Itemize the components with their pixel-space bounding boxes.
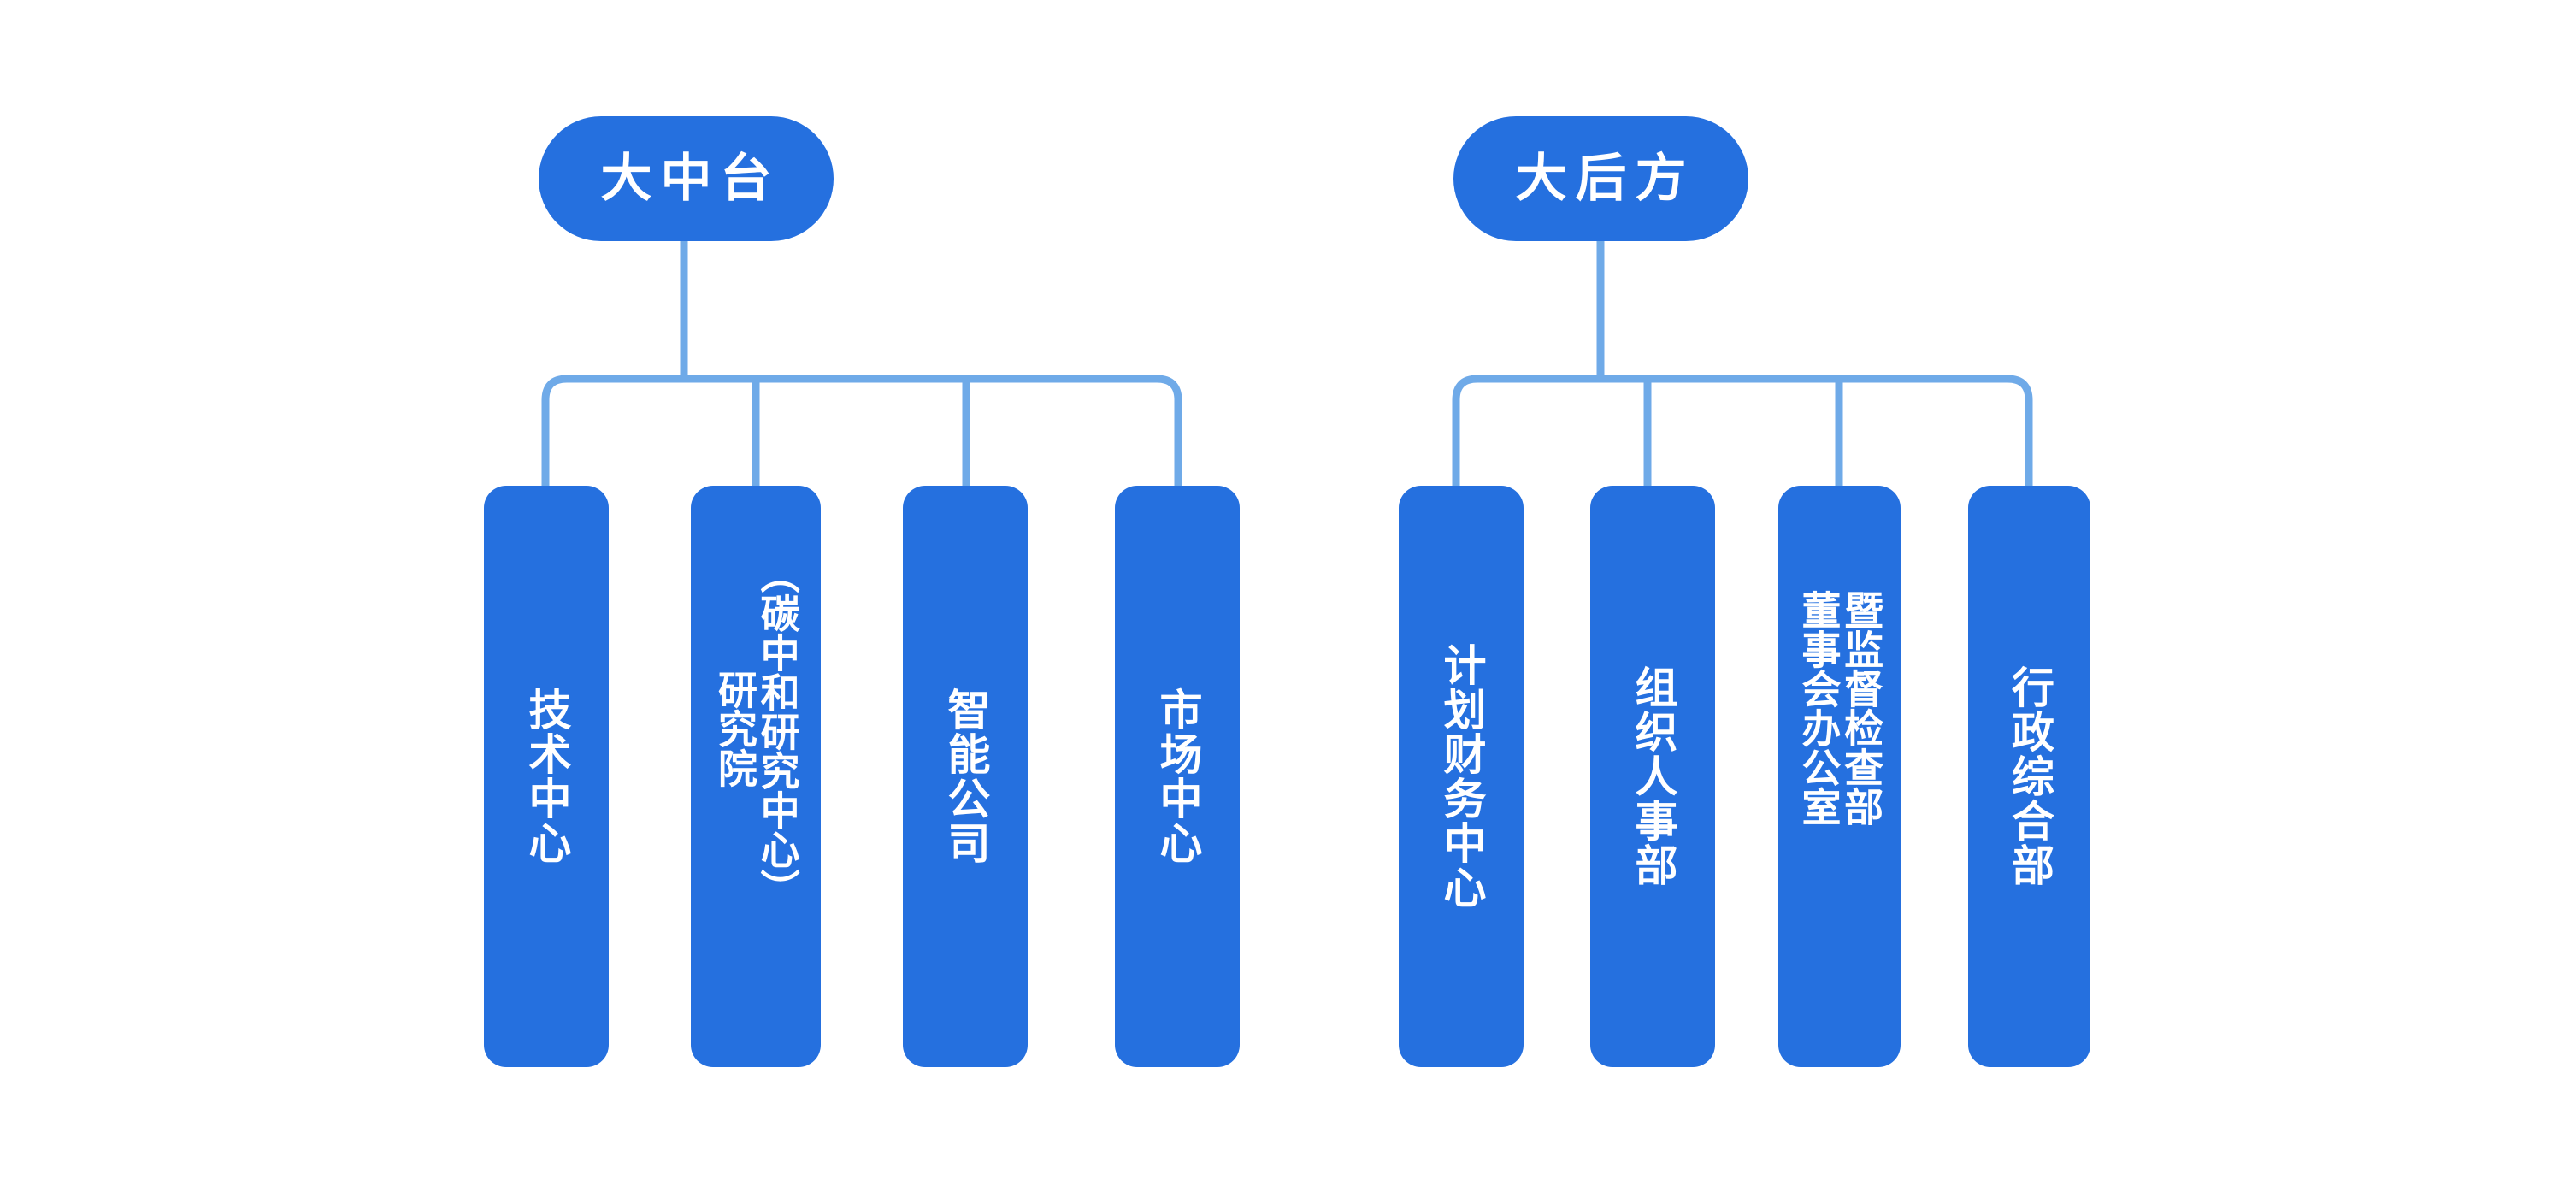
root-node-label: 大中台	[600, 150, 781, 207]
root-node-dahoufang[interactable]: 大后方	[1453, 116, 1748, 241]
leaf-node-zuzhi-renshi[interactable]: 组织人事部	[1590, 486, 1715, 1067]
leaf-node-jishu-zhongxin[interactable]: 技术中心	[484, 486, 609, 1067]
leaf-node-zhineng-gongsi[interactable]: 智能公司	[903, 486, 1028, 1067]
leaf-node-jiandu-jiancha[interactable]: 暨监督检查部 董事会办公室	[1778, 486, 1901, 1067]
leaf-node-shichang-zhongxin[interactable]: 市场中心	[1115, 486, 1240, 1067]
leaf-node-label-col-1: 暨监督检查部	[1839, 590, 1884, 826]
leaf-node-label-col-1: （碳中和研究中心）	[755, 554, 800, 908]
leaf-node-label-col-2: 董事会办公室	[1796, 590, 1842, 826]
leaf-node-yanjiuyuan[interactable]: （碳中和研究中心） 研究院	[691, 486, 821, 1067]
root-node-datzhongtai[interactable]: 大中台	[539, 116, 834, 241]
leaf-node-label-col-1: 技术中心	[522, 687, 571, 865]
leaf-node-jihua-caiwu[interactable]: 计划财务中心	[1399, 486, 1524, 1067]
root-node-label: 大后方	[1515, 150, 1695, 207]
leaf-node-label-col-2: 研究院	[713, 670, 757, 788]
leaf-node-label-col-1: 计划财务中心	[1437, 643, 1486, 910]
leaf-node-label-col-1: 智能公司	[941, 687, 990, 865]
leaf-node-label-col-1: 市场中心	[1153, 687, 1202, 865]
connector-bar-left	[541, 375, 1182, 406]
leaf-node-xingzheng-zonghe[interactable]: 行政综合部	[1968, 486, 2090, 1067]
leaf-node-label-col-1: 组织人事部	[1629, 665, 1677, 888]
leaf-node-label-col-1: 行政综合部	[2006, 665, 2054, 888]
connector-bar-right	[1452, 375, 2033, 406]
